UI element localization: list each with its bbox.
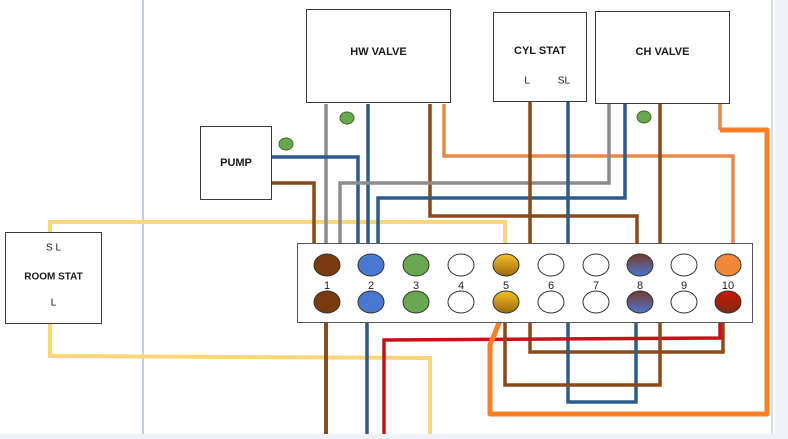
wire-ch-grey xyxy=(338,104,611,248)
hw-valve-label: HW VALVE xyxy=(350,46,407,59)
earth-icon xyxy=(339,111,355,125)
terminal-9-bottom xyxy=(670,290,698,314)
terminal-2-top xyxy=(357,253,385,277)
room-stat-terminal-l: L xyxy=(50,297,57,309)
terminal-number: 7 xyxy=(593,280,599,292)
terminal-8-top xyxy=(626,253,654,277)
wire-ch-blue xyxy=(376,104,627,248)
room-stat-terminal-sl: S L xyxy=(45,242,62,254)
wire-red xyxy=(382,320,722,434)
terminal-3-bottom xyxy=(402,290,430,314)
pump-box: PUMP xyxy=(200,126,272,200)
terminal-number: 2 xyxy=(368,280,374,292)
terminal-number: 6 xyxy=(548,280,554,292)
ch-valve-label: CH VALVE xyxy=(635,46,690,59)
wire-pump-blue xyxy=(272,155,360,248)
wire-highlight-orange xyxy=(487,127,770,417)
cyl-stat-label: CYL STAT xyxy=(514,44,566,57)
cyl-stat-terminal-sl: SL xyxy=(557,75,571,87)
cyl-stat-terminal-l: L xyxy=(524,75,530,87)
terminal-10-bottom xyxy=(714,290,742,314)
terminal-8-bottom xyxy=(626,290,654,314)
terminal-number: 5 xyxy=(503,280,509,292)
ch-valve-box: CH VALVE xyxy=(595,11,730,104)
terminal-5-top xyxy=(492,253,520,277)
terminal-7-bottom xyxy=(582,290,610,314)
terminal-9-top xyxy=(670,253,698,277)
terminal-3-top xyxy=(402,253,430,277)
terminal-number: 3 xyxy=(413,280,419,292)
wire-yellow-sl xyxy=(48,220,507,258)
bottom-strip xyxy=(0,434,775,439)
room-stat-box: S L ROOM STAT L xyxy=(5,232,102,324)
terminal-number: 8 xyxy=(637,280,643,292)
terminal-number: 10 xyxy=(722,280,734,292)
wire-pump-brown xyxy=(272,181,316,248)
pump-label: PUMP xyxy=(220,157,252,169)
terminal-7-top xyxy=(582,253,610,277)
terminal-4-bottom xyxy=(447,290,475,314)
scroll-divider xyxy=(771,0,773,434)
wire-brown-loop xyxy=(503,312,662,387)
terminal-2-bottom xyxy=(357,290,385,314)
cyl-stat-box: CYL STAT L SL xyxy=(493,12,587,102)
wire-hw-brown xyxy=(428,104,639,250)
earth-icon xyxy=(278,137,294,151)
terminal-10-top xyxy=(714,253,742,277)
terminal-number: 1 xyxy=(324,280,330,292)
wire-yellow-l xyxy=(48,322,432,434)
terminal-number: 4 xyxy=(458,280,464,292)
terminal-6-top xyxy=(537,253,565,277)
terminal-6-bottom xyxy=(537,290,565,314)
earth-icon xyxy=(636,110,652,124)
wire-cyl-brown xyxy=(528,102,725,354)
terminal-1-bottom xyxy=(313,290,341,314)
terminal-number: 9 xyxy=(681,280,687,292)
wire-hw-orange xyxy=(442,104,735,248)
terminal-4-top xyxy=(447,253,475,277)
hw-valve-box: HW VALVE xyxy=(306,9,451,103)
room-stat-label: ROOM STAT xyxy=(24,271,83,283)
terminal-1-top xyxy=(313,253,341,277)
terminal-5-bottom xyxy=(492,290,520,314)
side-panel xyxy=(775,0,788,439)
